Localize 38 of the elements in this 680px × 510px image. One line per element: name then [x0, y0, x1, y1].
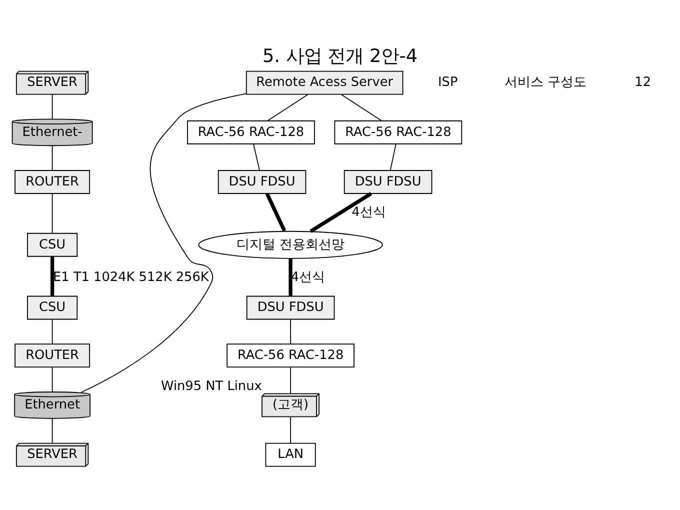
- label: ISP: [438, 75, 458, 90]
- connector: [50, 256, 54, 296]
- node-box: Remote Acess Server: [246, 70, 404, 95]
- node-box: ROUTER: [14, 344, 90, 368]
- connector: [52, 145, 53, 171]
- node-box: DSU FDSU: [344, 170, 432, 194]
- connector: [290, 416, 292, 444]
- node-ellipse: 디지털 전용회선망: [198, 230, 383, 259]
- connector: [252, 143, 260, 171]
- node-box: LAN: [265, 442, 316, 467]
- node-box: RAC-56 RAC-128: [226, 344, 354, 368]
- connector: [390, 143, 396, 171]
- diagram-title: 5. 사업 전개 2안-4: [262, 46, 418, 68]
- node-box: CSU: [27, 296, 78, 320]
- connector: [288, 258, 292, 296]
- label: 12: [634, 75, 652, 90]
- node-box: ROUTER: [14, 170, 90, 194]
- connector: [310, 192, 372, 233]
- connector: [52, 418, 53, 444]
- connector: [267, 94, 309, 122]
- connector: [80, 93, 247, 393]
- node-box: DSU FDSU: [218, 170, 306, 194]
- label: 서비스 구성도: [504, 75, 586, 90]
- connector: [52, 193, 53, 234]
- connector: [265, 192, 286, 232]
- node-box: RAC-56 RAC-128: [334, 120, 462, 144]
- edge-label: E1 T1 1024K 512K 256K: [53, 270, 209, 285]
- connector: [290, 366, 292, 394]
- connector: [52, 366, 53, 392]
- node-label: Win95 NT Linux: [161, 379, 262, 394]
- connector: [52, 318, 53, 345]
- connector: [290, 318, 292, 345]
- connector: [52, 94, 53, 120]
- connector: [340, 94, 382, 122]
- node-box: DSU FDSU: [246, 296, 335, 320]
- edge-label: 4선식: [352, 204, 386, 220]
- node-box: RAC-56 RAC-128: [187, 120, 315, 144]
- node-box: CSU: [27, 232, 78, 257]
